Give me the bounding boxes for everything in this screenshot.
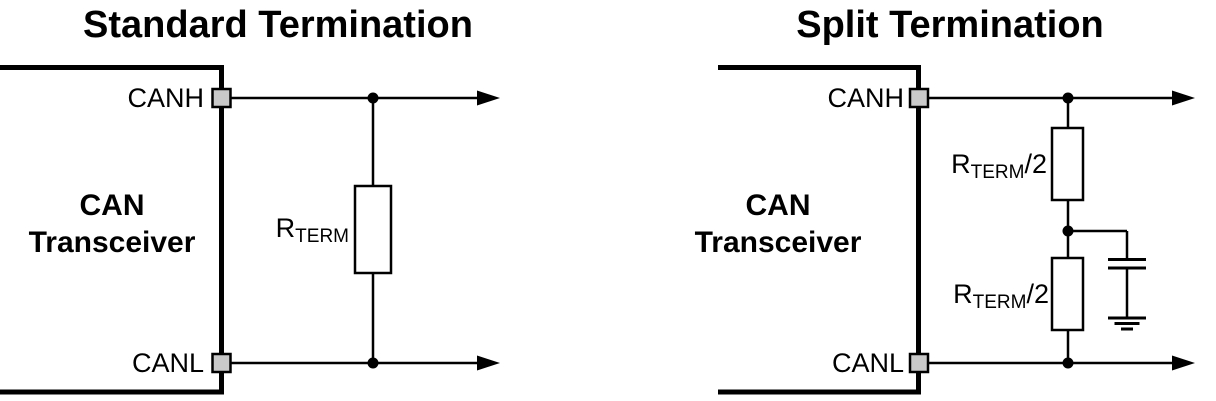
- rterm-half-upper-label-base: R: [951, 149, 971, 179]
- device-name-line2: Transceiver: [695, 226, 862, 259]
- rterm-half-upper-label-suffix: /2: [1024, 149, 1047, 179]
- rterm-label: RTERM: [276, 213, 349, 247]
- canl-terminal-square: [211, 352, 232, 374]
- canl-junction-dot: [1062, 357, 1074, 369]
- rterm-half-upper-label: RTERM/2: [951, 149, 1047, 183]
- pin-label-canl: CANL: [132, 348, 204, 378]
- canh-arrowhead-icon: [477, 90, 500, 106]
- standard-termination-diagram: Standard Termination CAN Transceiver CAN…: [0, 4, 500, 395]
- rterm-resistor-body: [353, 184, 393, 275]
- rterm-half-lower-label-suffix: /2: [1026, 279, 1049, 309]
- transceiver-box-outline: [718, 65, 921, 395]
- ground-symbol-icon: [1108, 316, 1146, 331]
- rterm-half-lower-resistor-body: [1050, 256, 1085, 332]
- canh-junction-dot: [1062, 92, 1074, 104]
- split-diagram-title: Split Termination: [796, 4, 1104, 46]
- canh-terminal-square: [211, 87, 232, 109]
- transceiver-box-outline: [0, 65, 224, 395]
- standard-diagram-title: Standard Termination: [83, 4, 473, 46]
- canl-terminal-square: [908, 352, 930, 374]
- rterm-label-base: R: [276, 213, 296, 243]
- pin-label-canh: CANH: [827, 83, 904, 113]
- device-name-line2: Transceiver: [29, 226, 196, 259]
- split-termination-diagram: Split Termination CAN Transceiver CANH C…: [695, 4, 1195, 395]
- rterm-label-subscript: TERM: [295, 226, 349, 247]
- rterm-half-lower-label-subscript: TERM: [973, 292, 1027, 313]
- canl-junction-dot: [367, 357, 379, 369]
- pin-label-canh: CANH: [127, 83, 204, 113]
- rterm-half-upper-label-subscript: TERM: [971, 162, 1025, 183]
- canl-arrowhead-icon: [1172, 355, 1195, 371]
- canl-arrowhead-icon: [477, 355, 500, 371]
- canh-arrowhead-icon: [1172, 90, 1195, 106]
- rterm-half-lower-label: RTERM/2: [953, 279, 1049, 313]
- pin-label-canl: CANL: [832, 348, 904, 378]
- canh-junction-dot: [367, 92, 379, 104]
- rterm-half-upper-resistor-body: [1050, 126, 1085, 202]
- device-name-line1: CAN: [746, 189, 811, 222]
- canh-terminal-square: [908, 87, 930, 109]
- device-name-line1: CAN: [80, 189, 145, 222]
- rterm-half-lower-label-base: R: [953, 279, 973, 309]
